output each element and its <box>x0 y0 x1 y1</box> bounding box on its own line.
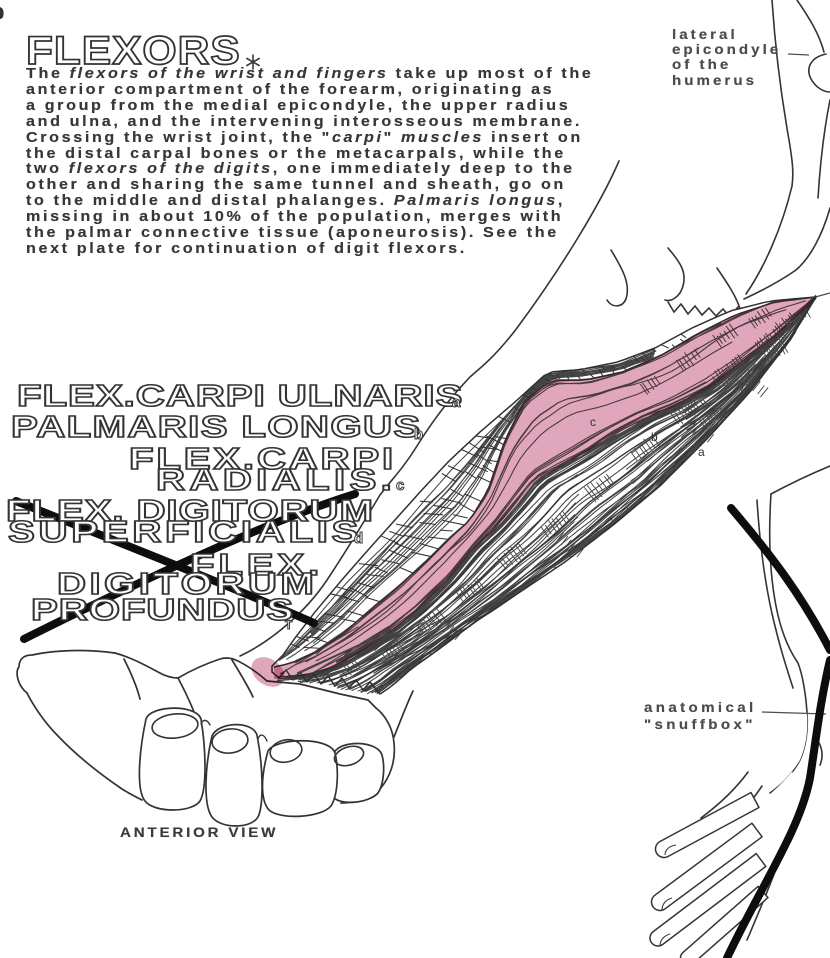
svg-text:b: b <box>651 430 658 444</box>
svg-text:c: c <box>590 415 596 429</box>
svg-text:a: a <box>698 445 705 459</box>
